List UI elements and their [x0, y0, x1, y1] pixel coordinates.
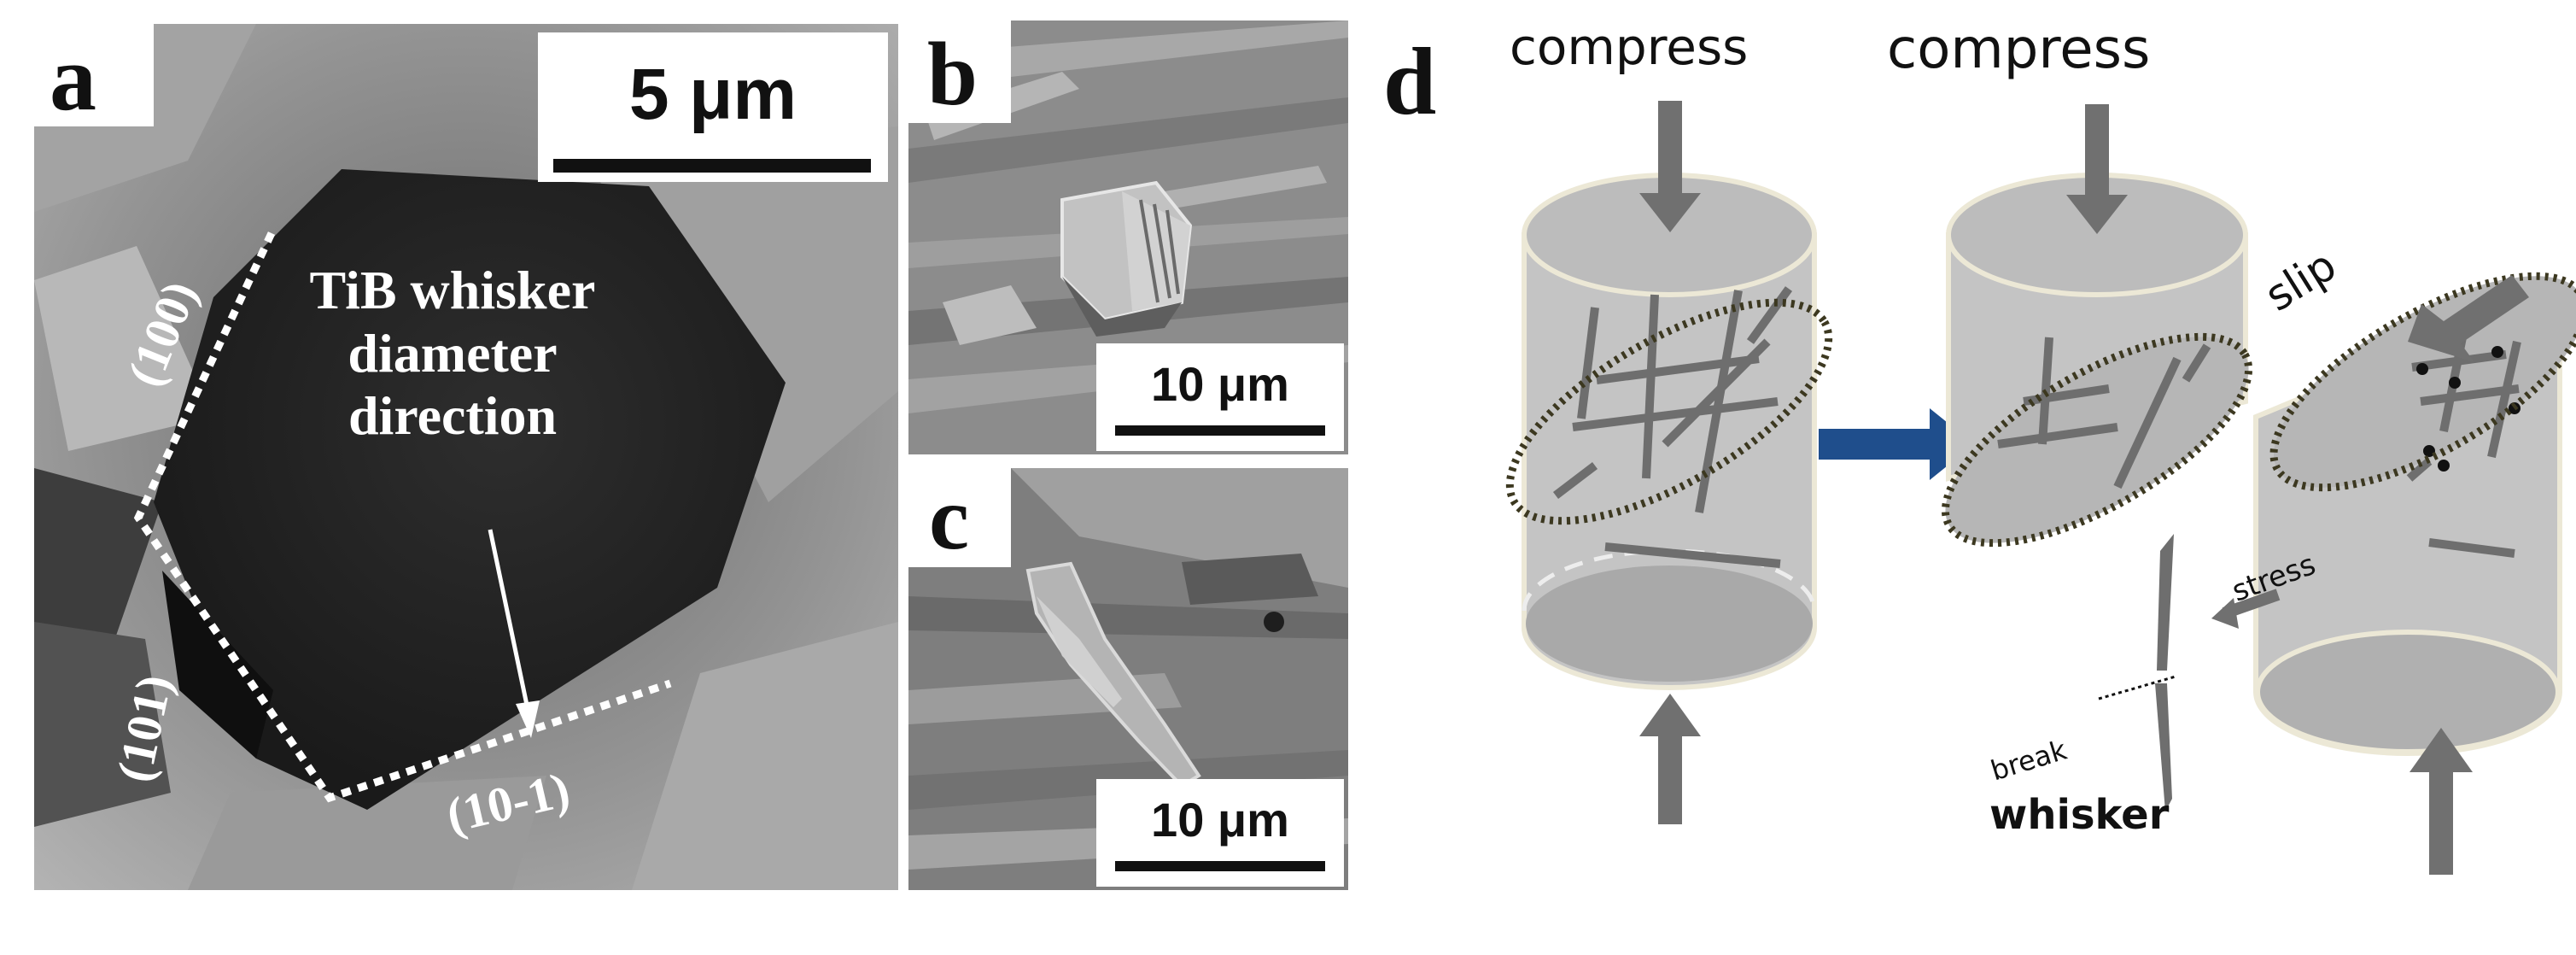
panel-c: c 10 μm [908, 468, 1348, 890]
panel-a-scale-bar [553, 159, 871, 173]
panel-a-scale-box: 5 μm [538, 32, 888, 182]
compress-label-left: compress [1510, 18, 1749, 76]
panel-b-scale-label: 10 μm [1151, 357, 1289, 411]
panel-c-scale-box: 10 μm [1096, 779, 1344, 887]
panel-c-scale-label: 10 μm [1151, 793, 1289, 847]
whisker-diameter-annotation: TiB whisker diameter direction [273, 259, 632, 448]
panel-a-scale-label: 5 μm [628, 54, 797, 134]
panel-c-scale-bar [1115, 861, 1325, 871]
transition-arrow [1819, 408, 1974, 480]
compress-label-right: compress [1887, 18, 2151, 81]
annotation-line-1: TiB whisker [309, 260, 596, 320]
panel-a-letter-box: a [34, 24, 154, 126]
broken-whisker [2098, 534, 2176, 811]
panel-b-letter: b [927, 24, 978, 124]
panel-d: d [1366, 0, 2576, 955]
annotation-line-2: diameter [348, 322, 558, 384]
panel-c-letter: c [929, 468, 970, 568]
cylinder-slip-upper [1941, 104, 2253, 548]
panel-d-letter: d [1383, 29, 1437, 135]
panel-b-scale-bar [1115, 425, 1325, 436]
whisker-label: whisker [1989, 791, 2170, 839]
annotation-line-3: direction [348, 385, 558, 447]
cylinder-before-compression [1505, 101, 1833, 824]
panel-a: a 5 μm TiB whisker diameter direction (1… [34, 24, 898, 890]
panel-b: b 10 μm [908, 21, 1348, 454]
panel-a-letter: a [50, 26, 96, 130]
panel-c-letter-box: c [908, 468, 1011, 567]
cylinder-slip-lower [2253, 272, 2576, 875]
panel-b-scale-box: 10 μm [1096, 343, 1344, 451]
compression-schematic [1505, 101, 2576, 875]
panel-b-letter-box: b [908, 21, 1011, 123]
